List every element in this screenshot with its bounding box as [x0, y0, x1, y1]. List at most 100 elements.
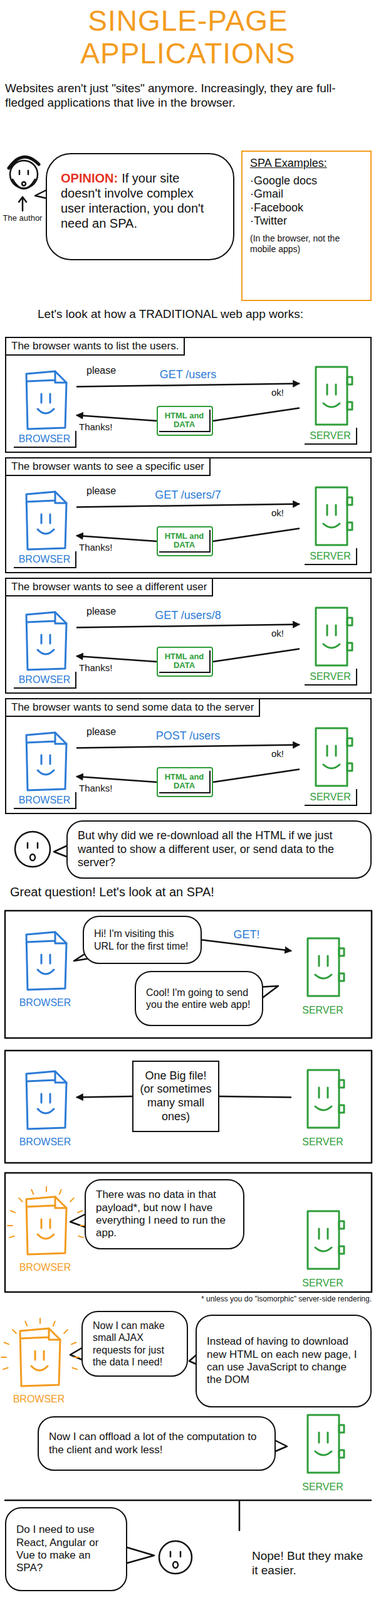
browser-icon [13, 606, 77, 672]
server-node: SERVER [291, 1065, 355, 1147]
server-icon [291, 1206, 355, 1272]
connector [76, 775, 157, 782]
node-text: OPINION: [60, 171, 118, 185]
server-icon [291, 933, 355, 999]
edge-label: GET /users/8 [152, 608, 224, 623]
node-name: SERVER [302, 1275, 344, 1288]
speech-bubble: Now I can make small AJAX requests for j… [81, 1309, 188, 1376]
connector [213, 407, 300, 422]
node-text: But why did we re-download all the HTML … [77, 828, 361, 870]
panel-frame [5, 1171, 372, 1291]
node-text: Now I can make small AJAX requests for j… [92, 1318, 177, 1367]
box-heading: SPA Examples: [250, 156, 363, 171]
data-packet: HTML and DATA [156, 766, 214, 797]
server-node: SERVER [299, 483, 363, 565]
server-icon [291, 1410, 355, 1476]
connector [76, 655, 157, 662]
node-text: (In the browser, not the mobile apps) [250, 233, 363, 255]
browser-icon [13, 926, 77, 992]
browser-node: BROWSER [13, 1065, 77, 1147]
browser-icon [7, 1322, 71, 1388]
browser-icon [13, 365, 77, 432]
text-label: ok! [271, 386, 297, 398]
text-label: Websites aren't just "sites" anymore. In… [5, 81, 372, 111]
node-text: HTML and DATA [159, 409, 211, 433]
node-name: BROWSER [19, 1134, 72, 1147]
text-label: Nope! But they make it easier. [251, 1547, 372, 1577]
leader-arrow [18, 196, 27, 211]
server-icon [299, 723, 363, 789]
browser-icon [13, 1065, 77, 1131]
text-label: please [86, 484, 125, 497]
server-node: SERVER [291, 1410, 355, 1492]
node-name: BROWSER [13, 550, 78, 568]
panel-heading: The browser wants to send some data to t… [6, 698, 261, 717]
node-text: Instead of having to download new HTML o… [206, 1334, 361, 1386]
node-name: SERVER [304, 668, 358, 685]
speech-bubble: There was no data in that payload*, but … [84, 1178, 245, 1249]
node-name: SERVER [302, 1479, 344, 1492]
browser-node: BROWSER [7, 1322, 71, 1404]
connector [213, 648, 300, 662]
node-text: ·Facebook [250, 201, 363, 215]
question-face [159, 1539, 192, 1573]
node-text: One Big file! (or sometimes many small o… [138, 1068, 214, 1123]
node-text: HTML and DATA [159, 770, 211, 794]
browser-node: BROWSER [13, 926, 77, 1008]
panel-frame: The browser wants to see a specific user… [5, 456, 372, 573]
panel-frame [5, 909, 372, 1038]
node-name: BROWSER [19, 995, 72, 1008]
browser-node: BROWSER [13, 486, 77, 568]
server-icon [299, 362, 363, 429]
browser-node: BROWSER [13, 365, 77, 448]
text-label: Thanks! [78, 782, 123, 794]
text-label: ok! [271, 506, 297, 519]
connector [213, 528, 300, 542]
connector [76, 414, 157, 421]
connector [76, 535, 157, 541]
node-text: HTML and DATA [159, 529, 211, 553]
server-node: SERVER [291, 1206, 355, 1288]
edge-label: GET /users [157, 367, 220, 382]
speech-bubble: Hi! I'm visiting this URL for the first … [82, 914, 202, 964]
node-name: BROWSER [19, 1260, 72, 1273]
text-label: The author [2, 213, 43, 224]
speech-bubble: OPINION:If your site doesn't involve com… [45, 152, 235, 261]
connector [76, 744, 300, 748]
server-icon [299, 603, 363, 669]
data-packet: HTML and DATA [156, 646, 214, 677]
node-name: SERVER [304, 788, 358, 806]
node-text: Hi! I'm visiting this URL for the first … [94, 926, 191, 951]
server-icon [291, 1065, 355, 1131]
text-label: Great question! Let's look at an SPA! [10, 883, 368, 899]
server-node: SERVER [299, 362, 363, 445]
panel-frame: The browser wants to list the users.BROW… [5, 336, 372, 453]
panel-heading: The browser wants to see a different use… [6, 578, 214, 596]
speech-bubble: But why did we re-download all the HTML … [66, 819, 372, 878]
node-name: SERVER [302, 1134, 344, 1147]
browser-icon [13, 726, 77, 793]
node-text: Do I need to use React, Angular or Vue t… [16, 1522, 116, 1574]
browser-node: BROWSER [13, 1190, 77, 1273]
node-name: BROWSER [13, 1391, 66, 1404]
panel-frame [5, 1049, 372, 1162]
examples-box: SPA Examples:·Google docs·Gmail·Facebook… [241, 150, 372, 301]
question-face [15, 830, 51, 867]
connector [76, 1095, 133, 1097]
node-text: Now I can offload a lot of the computati… [48, 1429, 265, 1456]
browser-node: BROWSER [13, 606, 77, 689]
node-text: Cool! I'm going to send you the entire w… [146, 985, 252, 1010]
node-text: There was no data in that payload*, but … [95, 1187, 234, 1239]
text-label: Thanks! [78, 541, 123, 553]
browser-icon [13, 1190, 77, 1256]
connector [219, 1095, 292, 1097]
title: SINGLE-PAGE APPLICATIONS [56, 5, 320, 70]
node-text: ·Twitter [250, 214, 363, 229]
edge-label: GET! [230, 927, 262, 942]
text-label: ok! [271, 747, 297, 759]
edge-label: POST /users [153, 728, 224, 743]
node-name: BROWSER [13, 430, 78, 448]
text-label: please [86, 604, 125, 617]
text-label: Thanks! [78, 421, 123, 433]
node-name: SERVER [302, 1003, 344, 1016]
